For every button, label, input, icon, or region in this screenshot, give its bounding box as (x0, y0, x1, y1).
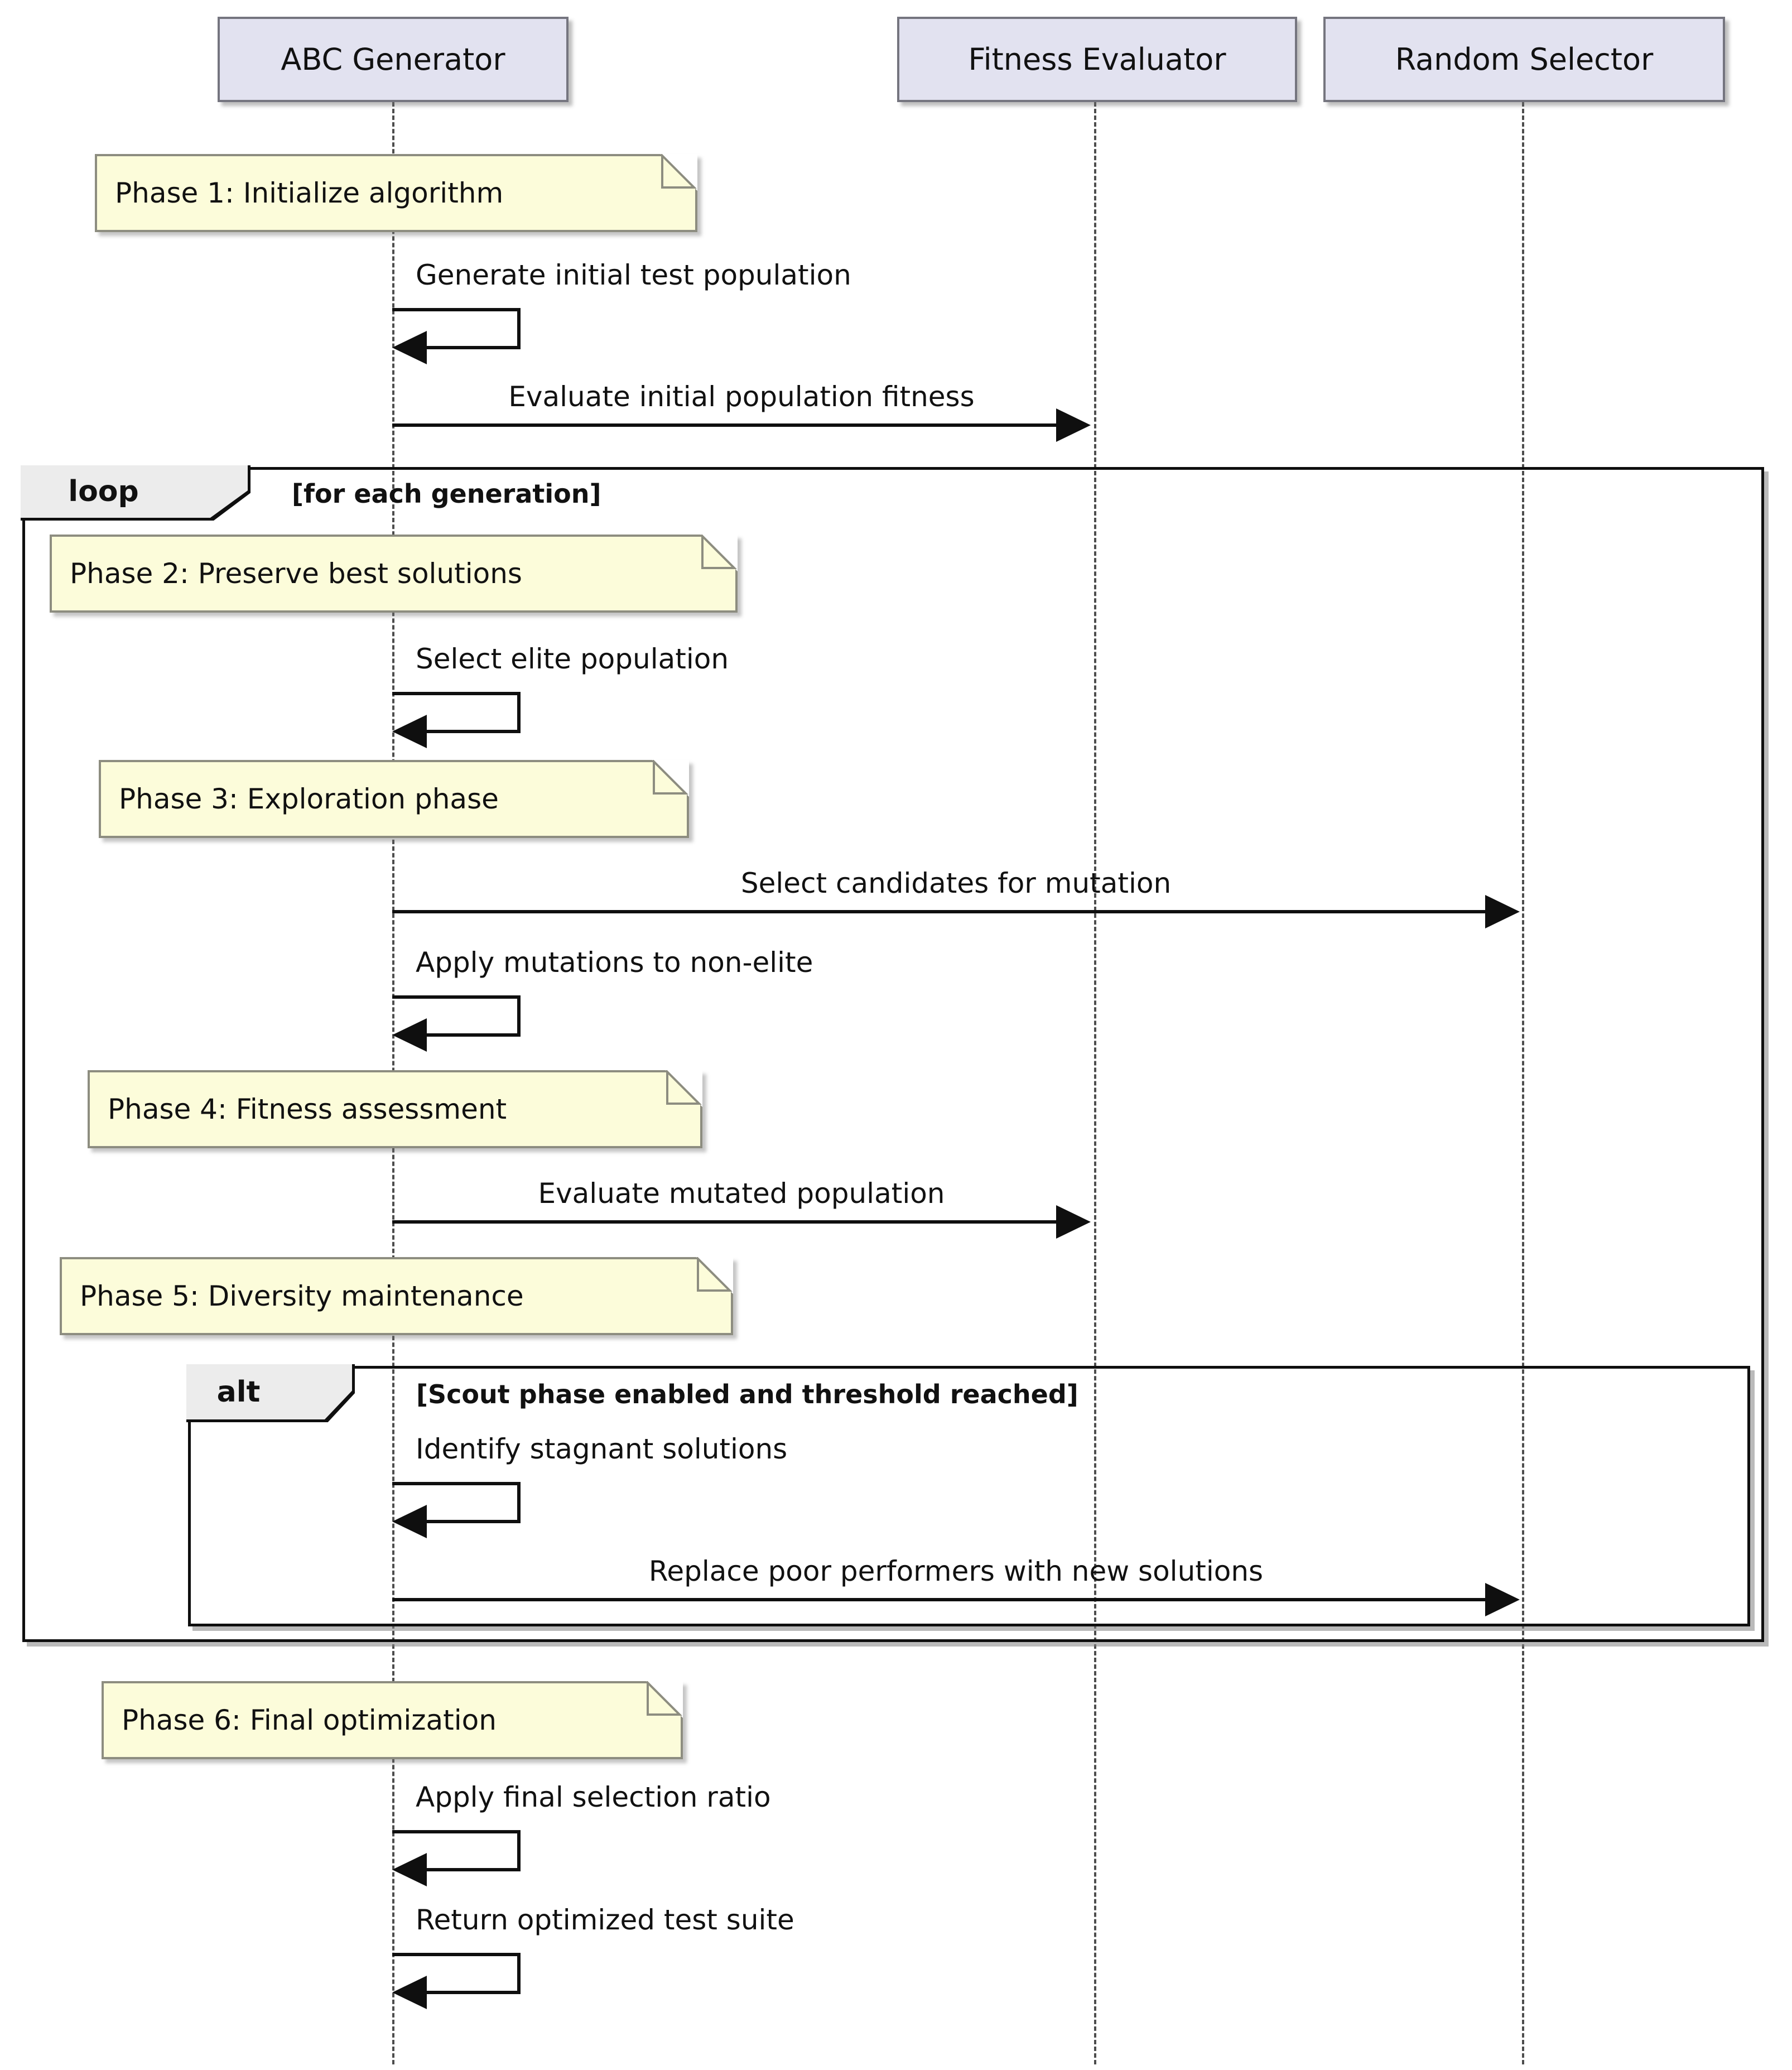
loop-keyword: loop (68, 475, 139, 508)
note-fold-icon (652, 760, 689, 797)
note-phase-6: Phase 6: Final optimization (102, 1681, 683, 1759)
alt-frame-condition: [Scout phase enabled and threshold reach… (416, 1379, 1078, 1409)
self-arrow-segment (392, 692, 521, 695)
note-fold-icon (701, 535, 738, 571)
participant-label: Random Selector (1395, 42, 1654, 77)
note-text: Phase 5: Diversity maintenance (80, 1280, 524, 1312)
self-arrow-segment (427, 1868, 521, 1871)
note-phase-4: Phase 4: Fitness assessment (88, 1070, 702, 1148)
message-line (392, 910, 1485, 913)
message-line (392, 1598, 1485, 1601)
self-arrow-segment (517, 308, 521, 349)
message-line (392, 1220, 1056, 1224)
self-arrow-segment (392, 1830, 521, 1833)
arrowhead (392, 1853, 427, 1886)
loop-frame (22, 467, 1764, 1642)
note-fold-icon (646, 1681, 683, 1718)
self-arrow-segment (427, 730, 521, 733)
arrowhead (392, 715, 427, 748)
message-identify-stagnant: Identify stagnant solutions (416, 1433, 788, 1465)
self-arrow-segment (392, 1953, 521, 1956)
lifeline-fitness-evaluator (1094, 102, 1096, 2064)
message-evaluate-initial-fitness: Evaluate initial population fitness (508, 381, 975, 413)
alt-frame (188, 1366, 1750, 1626)
alt-keyword: alt (216, 1375, 261, 1409)
message-return-test-suite: Return optimized test suite (416, 1904, 794, 1936)
self-arrow-segment (517, 1953, 521, 1994)
arrowhead (392, 1505, 427, 1538)
self-arrow-segment (517, 1830, 521, 1871)
arrowhead (1485, 895, 1520, 928)
self-arrow-segment (427, 1991, 521, 1994)
arrowhead (392, 331, 427, 364)
message-apply-final-ratio: Apply final selection ratio (416, 1781, 771, 1813)
note-text: Phase 4: Fitness assessment (108, 1093, 507, 1125)
participant-label: ABC Generator (281, 42, 505, 77)
participant-fitness-evaluator: Fitness Evaluator (897, 17, 1297, 102)
note-text: Phase 1: Initialize algorithm (115, 177, 504, 209)
note-text: Phase 6: Final optimization (122, 1704, 497, 1736)
alt-frame-label-fill: alt (186, 1364, 352, 1419)
message-select-candidates: Select candidates for mutation (740, 867, 1172, 899)
message-apply-mutations: Apply mutations to non-elite (416, 946, 813, 979)
message-generate-initial-population: Generate initial test population (416, 259, 851, 291)
self-arrow-segment (517, 995, 521, 1037)
message-select-elite-population: Select elite population (416, 643, 729, 675)
self-arrow-segment (517, 1482, 521, 1523)
message-evaluate-mutated: Evaluate mutated population (538, 1177, 945, 1210)
self-arrow-segment (392, 1482, 521, 1485)
note-phase-3: Phase 3: Exploration phase (99, 760, 689, 838)
loop-frame-label: loop (21, 465, 251, 521)
note-text: Phase 2: Preserve best solutions (70, 557, 522, 590)
loop-frame-condition: [for each generation] (292, 479, 601, 509)
note-phase-5: Phase 5: Diversity maintenance (60, 1257, 733, 1335)
participant-label: Fitness Evaluator (968, 42, 1226, 77)
self-arrow-segment (392, 995, 521, 999)
arrowhead (1056, 408, 1091, 442)
arrowhead (392, 1976, 427, 2009)
participant-random-selector: Random Selector (1323, 17, 1725, 102)
self-arrow-segment (517, 692, 521, 733)
note-phase-1: Phase 1: Initialize algorithm (95, 154, 697, 232)
message-replace-poor-performers: Replace poor performers with new solutio… (648, 1555, 1264, 1587)
lifeline-random-selector (1522, 102, 1524, 2064)
note-phase-2: Phase 2: Preserve best solutions (50, 535, 738, 613)
message-line (392, 423, 1056, 427)
arrowhead (1056, 1205, 1091, 1239)
self-arrow-segment (427, 1520, 521, 1523)
alt-frame-label: alt (186, 1364, 355, 1422)
self-arrow-segment (427, 346, 521, 349)
note-fold-icon (666, 1070, 702, 1107)
arrowhead (392, 1018, 427, 1052)
note-fold-icon (696, 1257, 733, 1294)
note-text: Phase 3: Exploration phase (119, 783, 499, 815)
participant-abc-generator: ABC Generator (218, 17, 569, 102)
self-arrow-segment (427, 1033, 521, 1037)
note-fold-icon (661, 154, 697, 191)
arrowhead (1485, 1583, 1520, 1616)
loop-frame-label-fill: loop (21, 465, 248, 518)
self-arrow-segment (392, 308, 521, 311)
